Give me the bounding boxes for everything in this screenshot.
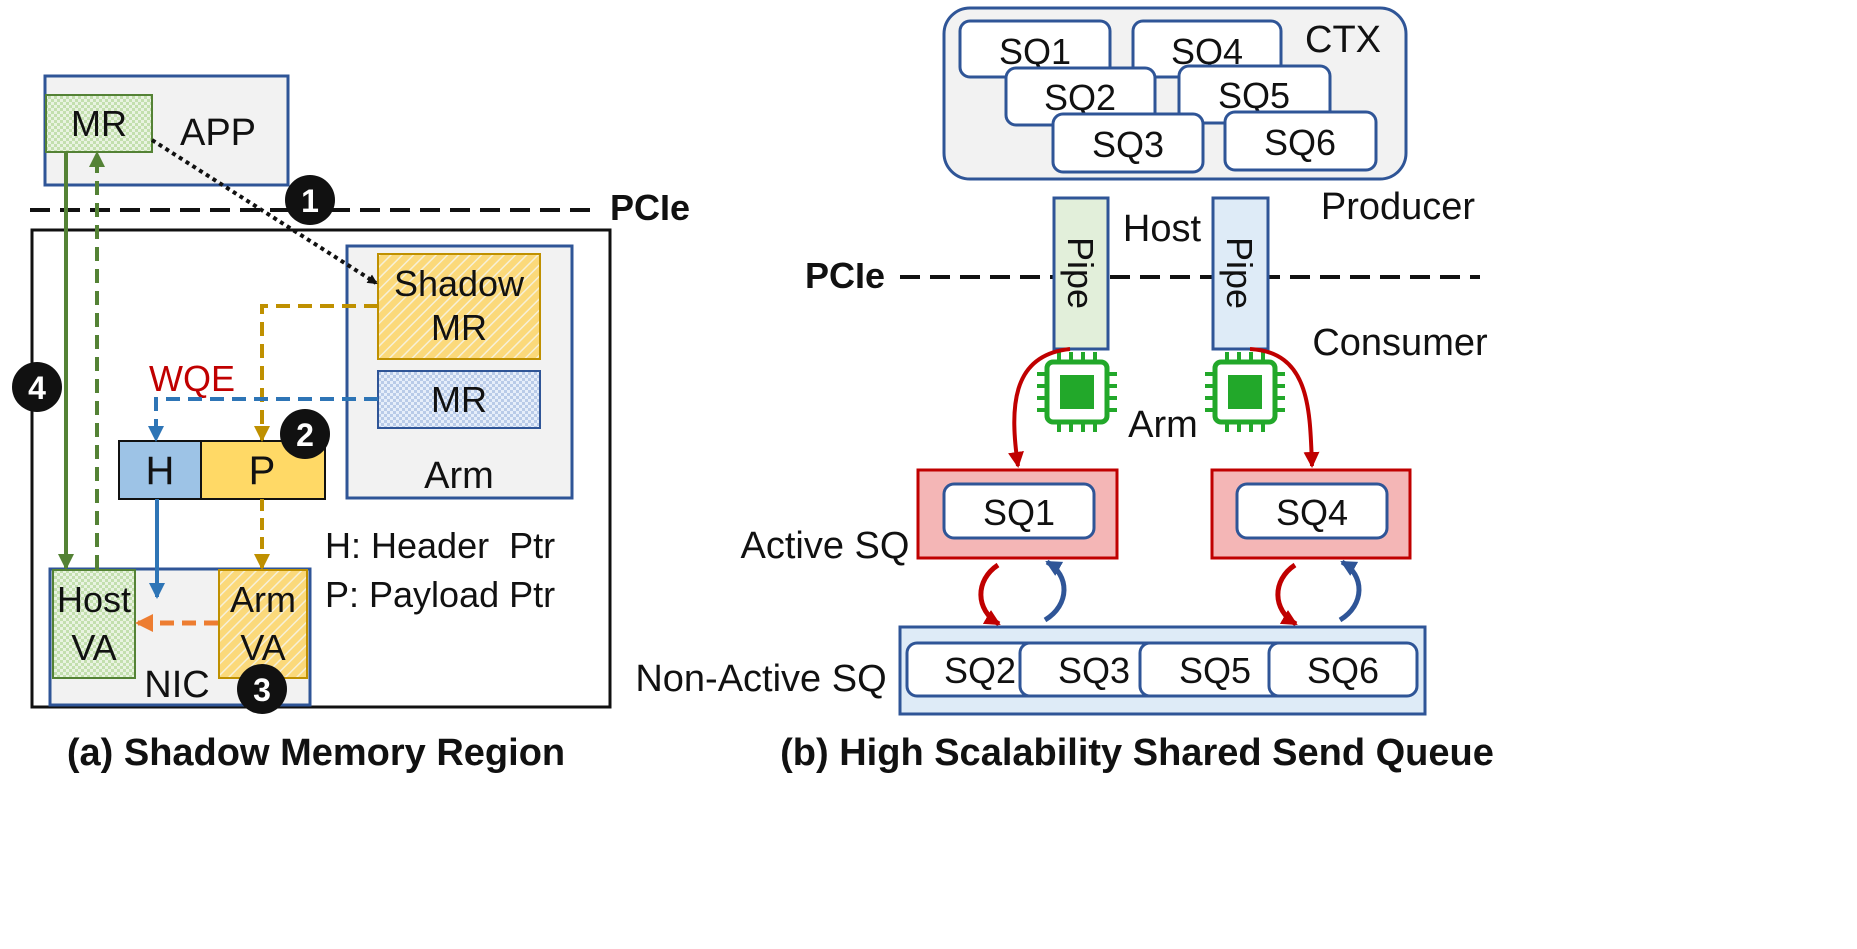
app-mr-label: MR [71, 103, 127, 144]
swap-arrow-navy-1 [1043, 559, 1067, 623]
step-badge-2: 2 [280, 409, 330, 459]
shadow-mr-box [377, 253, 541, 360]
arm-box-label: Arm [424, 455, 494, 497]
panel-shared-send-queue: CTX SQ1 SQ4 SQ2 SQ5 SQ3 SQ6 Producer Hos… [635, 6, 1494, 774]
active-sq-1-label: SQ1 [983, 492, 1055, 533]
arm-va-box [218, 569, 308, 679]
cpu-chip-icon [1205, 352, 1285, 432]
nonactive-sq-item-label: SQ6 [1307, 650, 1379, 691]
cpu-chip-icon [1037, 352, 1117, 432]
pipe-1-label: Pipe [1060, 237, 1101, 309]
pcie-label-right: PCIe [805, 255, 885, 296]
caption-b: (b) High Scalability Shared Send Queue [780, 732, 1494, 774]
wqe-label: WQE [149, 358, 235, 399]
arm-label-right: Arm [1128, 404, 1198, 446]
step-badge-3-label: 3 [253, 672, 271, 708]
host-va-line2: VA [71, 627, 116, 668]
pipe-2 [1211, 196, 1270, 351]
ctx-sq-label: SQ2 [1044, 77, 1116, 118]
pipe-1 [1052, 196, 1110, 351]
legend-header-ptr: H: Header Ptr [325, 525, 555, 566]
host-va-box [52, 569, 136, 679]
pipe-2-label: Pipe [1219, 237, 1260, 309]
consumer-label: Consumer [1312, 322, 1488, 364]
nonactive-sq-item-label: SQ2 [944, 650, 1016, 691]
shadow-mr-line2: MR [431, 307, 487, 348]
ctx-sq-label: SQ6 [1264, 122, 1336, 163]
active-sq-2-label: SQ4 [1276, 492, 1348, 533]
host-va-line1: Host [57, 579, 131, 620]
ctx-label: CTX [1305, 19, 1381, 61]
arm-va-line1: Arm [230, 579, 296, 620]
nonactive-sq-item-label: SQ3 [1058, 650, 1130, 691]
pcie-label-left: PCIe [610, 187, 690, 228]
arrow-pipe1-to-active [1008, 347, 1071, 468]
ctx-sq-box [1223, 110, 1378, 172]
nonactive-sq-item-label: SQ5 [1179, 650, 1251, 691]
step-badge-2-label: 2 [296, 417, 314, 453]
legend-payload-ptr: P: Payload Ptr [325, 574, 555, 615]
arm-mr-box [377, 370, 541, 429]
arrow-armmr-to-header [148, 397, 378, 442]
app-label: APP [180, 112, 256, 154]
step-badge-4-label: 4 [28, 370, 46, 406]
swap-arrow-red-2 [1275, 562, 1298, 627]
panel-shadow-memory-region: APP MR PCIe Shadow MR MR Arm WQE H P H: … [12, 74, 690, 774]
step-badge-3: 3 [237, 664, 287, 714]
ctx-sq-label: SQ5 [1218, 75, 1290, 116]
nonactive-sq-item [1267, 641, 1419, 698]
producer-label: Producer [1321, 186, 1476, 228]
arm-va-line2: VA [240, 627, 285, 668]
arrow-pipe2-to-active [1249, 347, 1320, 468]
ctx-sq-box [1051, 112, 1205, 174]
step-badge-4: 4 [12, 362, 62, 412]
active-sq-label: Active SQ [741, 525, 910, 567]
host-label: Host [1123, 208, 1202, 250]
active-sq-inner-2 [1235, 482, 1389, 540]
swap-arrow-navy-2 [1338, 559, 1362, 623]
nic-label: NIC [144, 664, 209, 706]
caption-a: (a) Shadow Memory Region [67, 732, 565, 774]
ctx-sq-label: SQ1 [999, 31, 1071, 72]
arm-mr-label: MR [431, 379, 487, 420]
header-ptr-label: H [146, 449, 175, 493]
payload-ptr-label: P [249, 449, 276, 493]
arrow-shadow-to-payload [254, 304, 378, 442]
nonactive-sq-label: Non-Active SQ [635, 658, 886, 700]
active-sq-inner-1 [942, 482, 1096, 540]
shadow-mr-line1: Shadow [394, 263, 525, 304]
step-badge-1: 1 [285, 175, 335, 225]
step-badge-1-label: 1 [301, 183, 319, 219]
swap-arrow-red-1 [978, 562, 1001, 627]
app-mr-box [45, 94, 153, 153]
ctx-sq-label: SQ3 [1092, 124, 1164, 165]
